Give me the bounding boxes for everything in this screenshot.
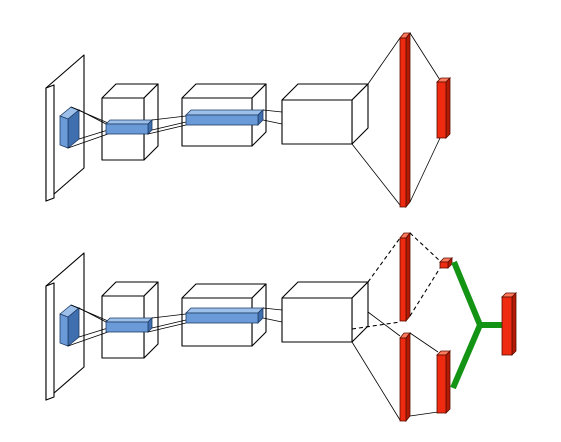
block2-kernel bbox=[185, 307, 264, 324]
connectors-block3-to-fc-branch-a bbox=[351, 237, 401, 330]
row-two-branch-network bbox=[45, 231, 517, 423]
connectors-block3-to-fc-branch-b bbox=[351, 311, 401, 421]
connectors-input-to-block1 bbox=[67, 304, 109, 347]
fc-branch-b-output bbox=[436, 350, 451, 414]
fused-output bbox=[501, 292, 517, 356]
block1-kernel bbox=[105, 317, 153, 333]
fc-branch-b bbox=[399, 331, 411, 423]
connectors-block1-to-block2 bbox=[147, 115, 187, 135]
conv-block-1 bbox=[101, 83, 159, 161]
connectors-fc1-to-fc2 bbox=[409, 32, 441, 203]
fc-branch-a bbox=[399, 231, 411, 323]
conv-block-3 bbox=[281, 281, 369, 343]
connectors-input-to-block1 bbox=[67, 106, 109, 149]
connectors-fc-branch-b-to-output bbox=[409, 332, 439, 417]
connectors-block2-to-block3 bbox=[262, 307, 283, 323]
connectors-block2-to-block3 bbox=[262, 109, 283, 125]
fc-layer-1 bbox=[399, 31, 411, 209]
conv-block-3 bbox=[281, 83, 369, 145]
block1-kernel bbox=[105, 119, 153, 135]
merge-fork bbox=[450, 260, 502, 390]
input-kernel bbox=[59, 304, 80, 347]
input-kernel bbox=[59, 106, 80, 149]
row-single-branch-network bbox=[45, 31, 451, 209]
connectors-block1-to-block2 bbox=[147, 313, 187, 333]
block2-kernel bbox=[185, 109, 264, 126]
fc-branch-a-output bbox=[439, 257, 453, 269]
connectors-fc-branch-a-to-output bbox=[409, 232, 441, 317]
fc-layer-2 bbox=[436, 77, 451, 139]
connectors-block3-to-fc1 bbox=[351, 37, 401, 206]
